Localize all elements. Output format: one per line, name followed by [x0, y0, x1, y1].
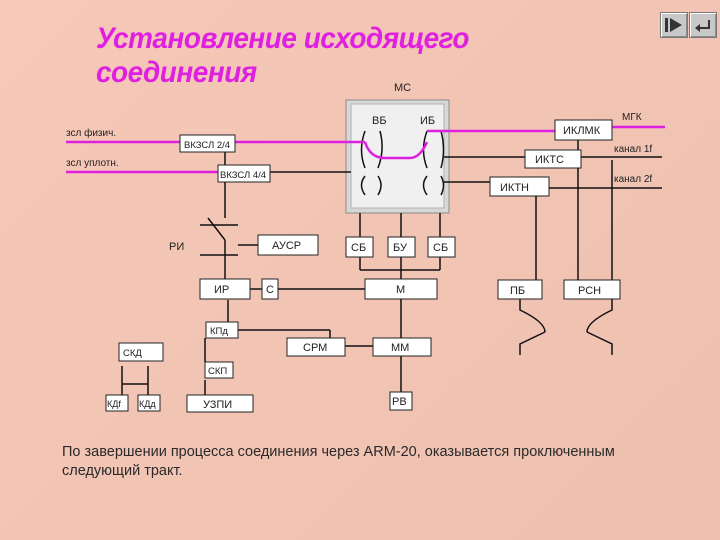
- slide-title: Установление исходящего соединения: [96, 22, 469, 89]
- rv-label: РВ: [392, 396, 407, 408]
- ausr-label: АУСР: [272, 240, 301, 252]
- skp-box: [204, 361, 234, 379]
- iklmk-label: ИКЛМК: [563, 125, 601, 137]
- label-zsl-upl: зсл уплотн.: [66, 158, 119, 169]
- label-mc: МС: [394, 82, 411, 94]
- switch-field: [345, 99, 450, 214]
- rsn-label: РСН: [578, 285, 601, 297]
- uzpi-box: [186, 394, 254, 413]
- s-label: С: [266, 284, 274, 296]
- kdd-box: [137, 394, 161, 412]
- ikts-label: ИКТС: [535, 154, 564, 166]
- iklmk-box: [554, 119, 613, 141]
- iktn-box: [489, 176, 550, 197]
- ausr-box: [257, 234, 319, 256]
- mm-label: ММ: [391, 342, 409, 354]
- vkzsl44-box: [217, 164, 271, 183]
- ir-label: ИР: [214, 284, 229, 296]
- ir-box: [199, 278, 251, 300]
- sb1-box: [345, 236, 374, 258]
- m-box: [364, 278, 438, 300]
- m-label: М: [396, 284, 405, 296]
- vkzsl44-label: ВКЗСЛ 4/4: [220, 170, 266, 181]
- play-nav-button[interactable]: [660, 12, 688, 38]
- srm-box: [286, 337, 346, 357]
- return-icon: [695, 20, 710, 32]
- connection-path: [66, 125, 665, 174]
- skd-box: [118, 342, 164, 362]
- label-mgk: МГК: [622, 112, 642, 123]
- kdd-label: КДд: [139, 399, 156, 409]
- label-vb: ВБ: [372, 115, 387, 127]
- rsn-box: [563, 279, 621, 300]
- vkzsl24-box: [179, 134, 236, 153]
- bu-label: БУ: [393, 242, 408, 254]
- kdf-box: [105, 394, 129, 412]
- iktn-label: ИКТН: [500, 182, 529, 194]
- pb-label: ПБ: [510, 285, 525, 297]
- mm-box: [372, 337, 432, 357]
- ikts-box: [524, 149, 582, 169]
- srm-label: СРМ: [303, 342, 327, 354]
- pb-box: [497, 279, 543, 300]
- uzpi-label: УЗПИ: [203, 399, 232, 411]
- label-ib: ИБ: [420, 115, 435, 127]
- kpd-label: КПд: [210, 326, 228, 337]
- label-ri: РИ: [169, 241, 184, 253]
- sb1-label: СБ: [351, 242, 366, 254]
- sb2-box: [427, 236, 456, 258]
- label-zsl-fiz: зсл физич.: [66, 127, 116, 139]
- play-icon: [665, 18, 682, 32]
- return-nav-button[interactable]: [689, 12, 717, 38]
- sb2-label: СБ: [433, 242, 448, 254]
- skp-label: СКП: [208, 366, 227, 377]
- caption-text: По завершении процесса соединения через …: [62, 444, 615, 479]
- vkzsl24-label: ВКЗСЛ 2/4: [184, 140, 230, 151]
- bu-box: [387, 236, 416, 258]
- field-brackets: [360, 130, 445, 196]
- s-box: [261, 278, 279, 300]
- label-kanal1: канал 1f: [614, 144, 652, 155]
- label-kanal2: канал 2f: [614, 174, 652, 185]
- kpd-box: [205, 321, 239, 339]
- skd-label: СКД: [123, 348, 142, 359]
- kdf-label: КДf: [107, 399, 121, 409]
- rv-box: [389, 391, 413, 411]
